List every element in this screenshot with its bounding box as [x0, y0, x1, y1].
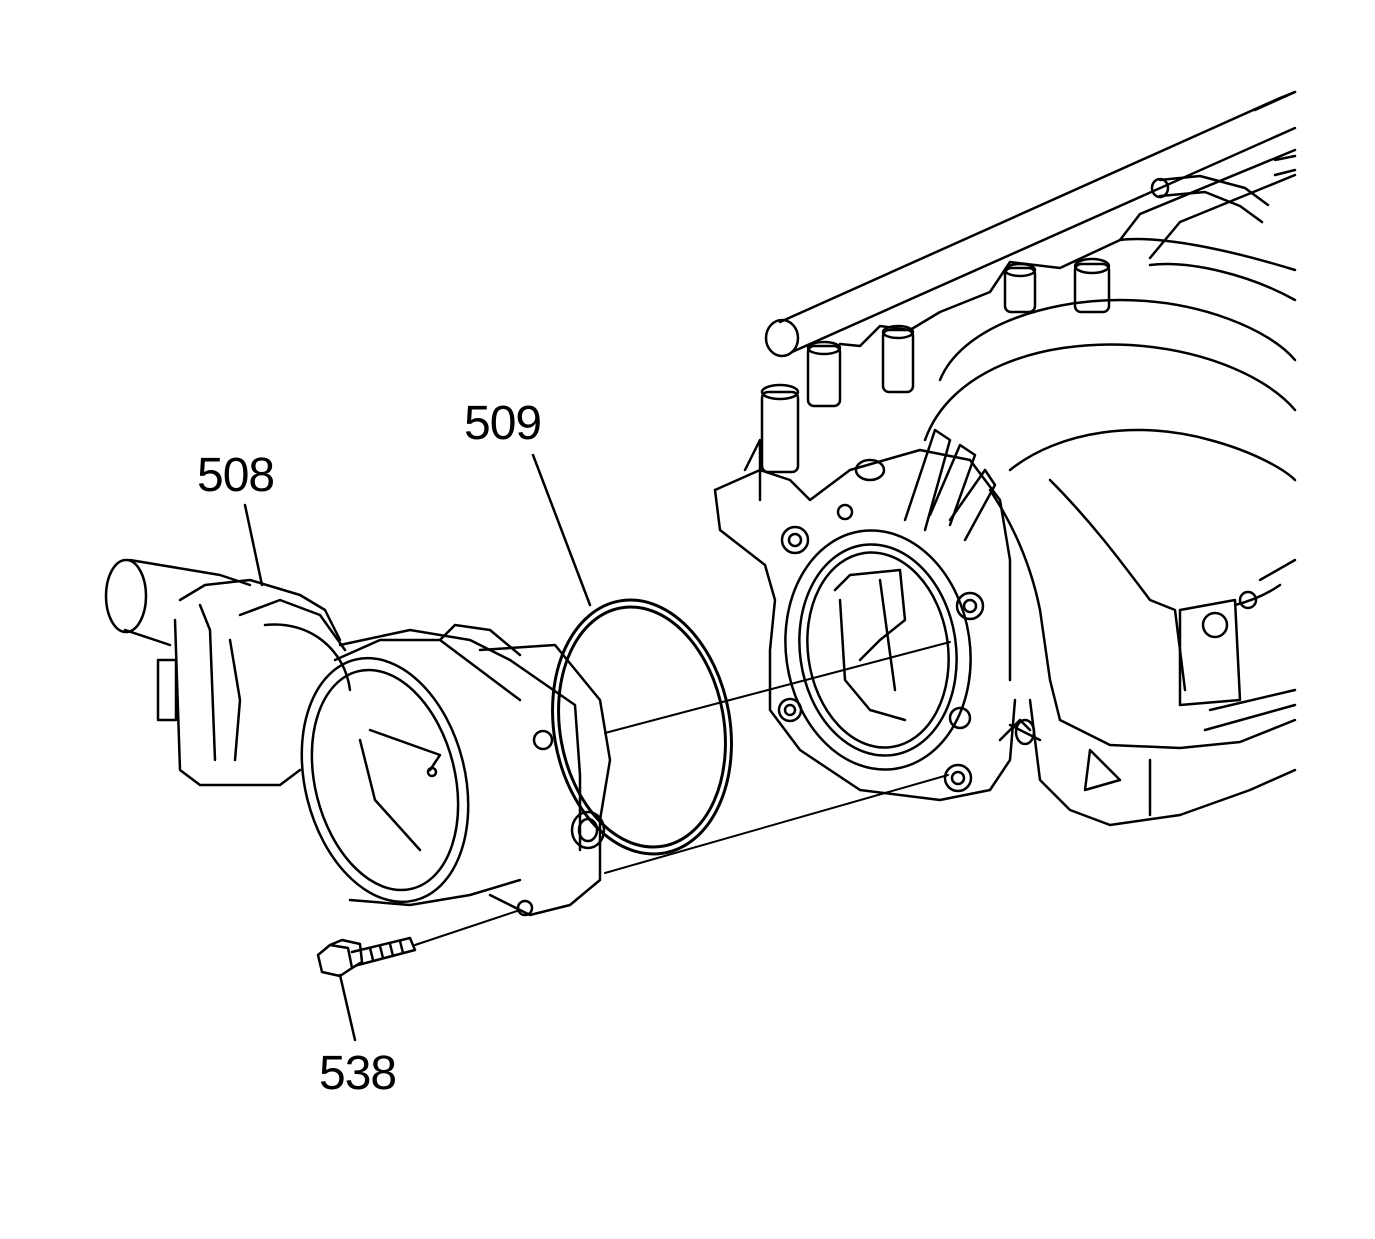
gasket-509 [551, 598, 733, 856]
throttle-body-508 [104, 558, 612, 917]
intake-manifold [713, 90, 1297, 827]
leader-lines [243, 453, 592, 1042]
callout-label-throttle-body: 508 [197, 449, 275, 502]
callout-label-gasket: 509 [464, 397, 542, 450]
fuel-injector [1003, 262, 1037, 314]
alignment-lines [414, 641, 951, 946]
fuel-injector [881, 324, 915, 394]
fuel-injector [760, 383, 800, 474]
fuel-injector [806, 340, 842, 408]
callout-label-bolt: 538 [319, 1047, 397, 1100]
bolt-538 [316, 936, 417, 978]
fuel-injector [1073, 257, 1111, 314]
